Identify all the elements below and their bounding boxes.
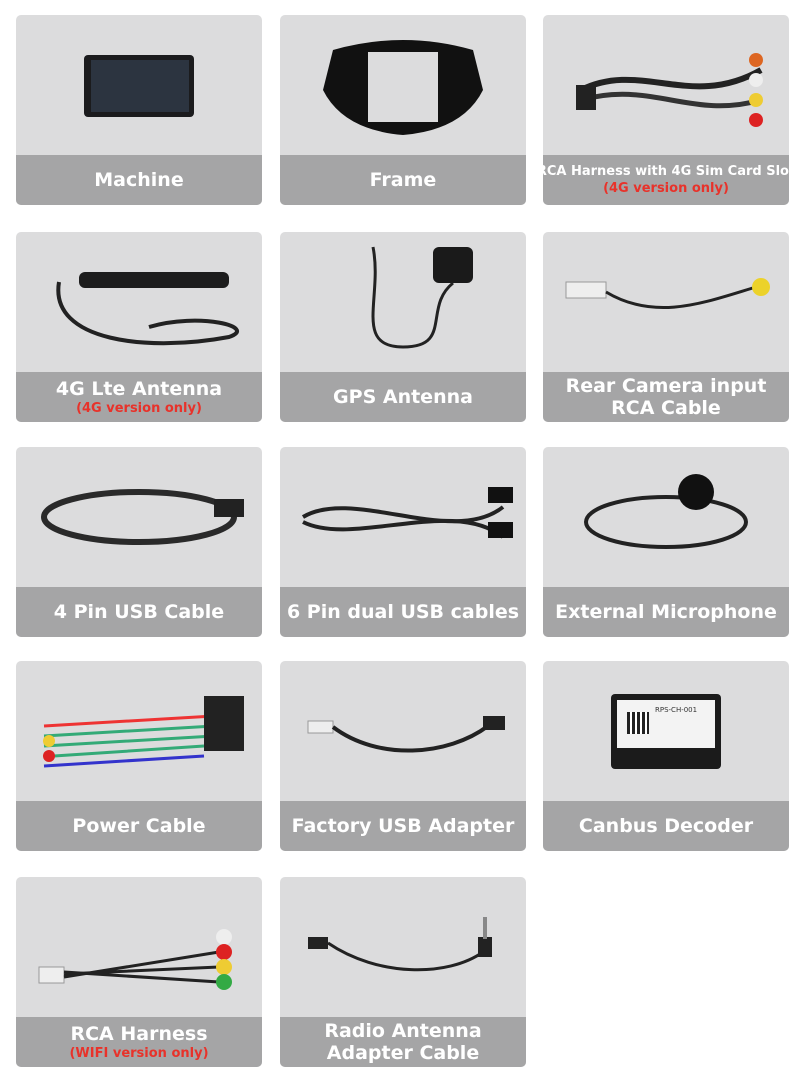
item-4pin-usb-cable: 4 Pin USB Cable [16, 447, 262, 637]
item-label: Canbus Decoder [578, 815, 754, 837]
usb-adapter-image [280, 661, 526, 801]
item-note: (4G version only) [603, 181, 729, 196]
dual-usb-image [280, 447, 526, 587]
rca-harness-image [543, 15, 789, 155]
item-label-line2: Adapter Cable [326, 1042, 480, 1064]
item-external-microphone: External Microphone [543, 447, 789, 637]
gps-antenna-image [280, 232, 526, 372]
item-label: 6 Pin dual USB cables [286, 601, 520, 623]
item-label: 4 Pin USB Cable [53, 601, 225, 623]
usb-cable-image [16, 447, 262, 587]
item-label: Factory USB Adapter [291, 815, 515, 837]
item-6pin-dual-usb: 6 Pin dual USB cables [280, 447, 526, 637]
rear-camera-cable-image [543, 232, 789, 372]
item-label: External Microphone [555, 601, 777, 623]
item-note: (WIFI version only) [69, 1045, 209, 1061]
microphone-image [543, 447, 789, 587]
item-note: (4G version only) [76, 400, 202, 416]
item-machine: Machine [16, 15, 262, 205]
item-rca-harness-4g: RCA Harness with 4G Sim Card Slot (4G ver… [543, 15, 789, 205]
item-label: GPS Antenna [333, 386, 473, 408]
item-4g-lte-antenna: 4G Lte Antenna(4G version only) [16, 232, 262, 422]
item-label: Rear Camera input [565, 375, 767, 397]
radio-antenna-cable-image [280, 877, 526, 1017]
item-rca-harness-wifi: RCA Harness(WIFI version only) [16, 877, 262, 1067]
item-label: RCA Harness with 4G Sim Card Slot [543, 164, 789, 179]
item-label: 4G Lte Antenna [55, 377, 223, 400]
canbus-decoder-image: RPS-CH-001 [543, 661, 789, 801]
item-label-line2: RCA Cable [611, 397, 721, 419]
item-label: Frame [369, 169, 437, 191]
item-frame: Frame [280, 15, 526, 205]
item-label: Machine [94, 169, 184, 191]
item-label: Power Cable [72, 815, 206, 837]
power-cable-image [16, 661, 262, 801]
item-label: RCA Harness [70, 1022, 208, 1045]
lte-antenna-image [16, 232, 262, 372]
rca-harness-image [16, 877, 262, 1017]
item-power-cable: Power Cable [16, 661, 262, 851]
machine-image [16, 15, 262, 155]
item-label: Radio Antenna [324, 1020, 482, 1042]
item-canbus-decoder: RPS-CH-001 Canbus Decoder [543, 661, 789, 851]
item-gps-antenna: GPS Antenna [280, 232, 526, 422]
device-label: RPS-CH-001 [655, 705, 698, 714]
frame-image [280, 15, 526, 155]
item-factory-usb-adapter: Factory USB Adapter [280, 661, 526, 851]
